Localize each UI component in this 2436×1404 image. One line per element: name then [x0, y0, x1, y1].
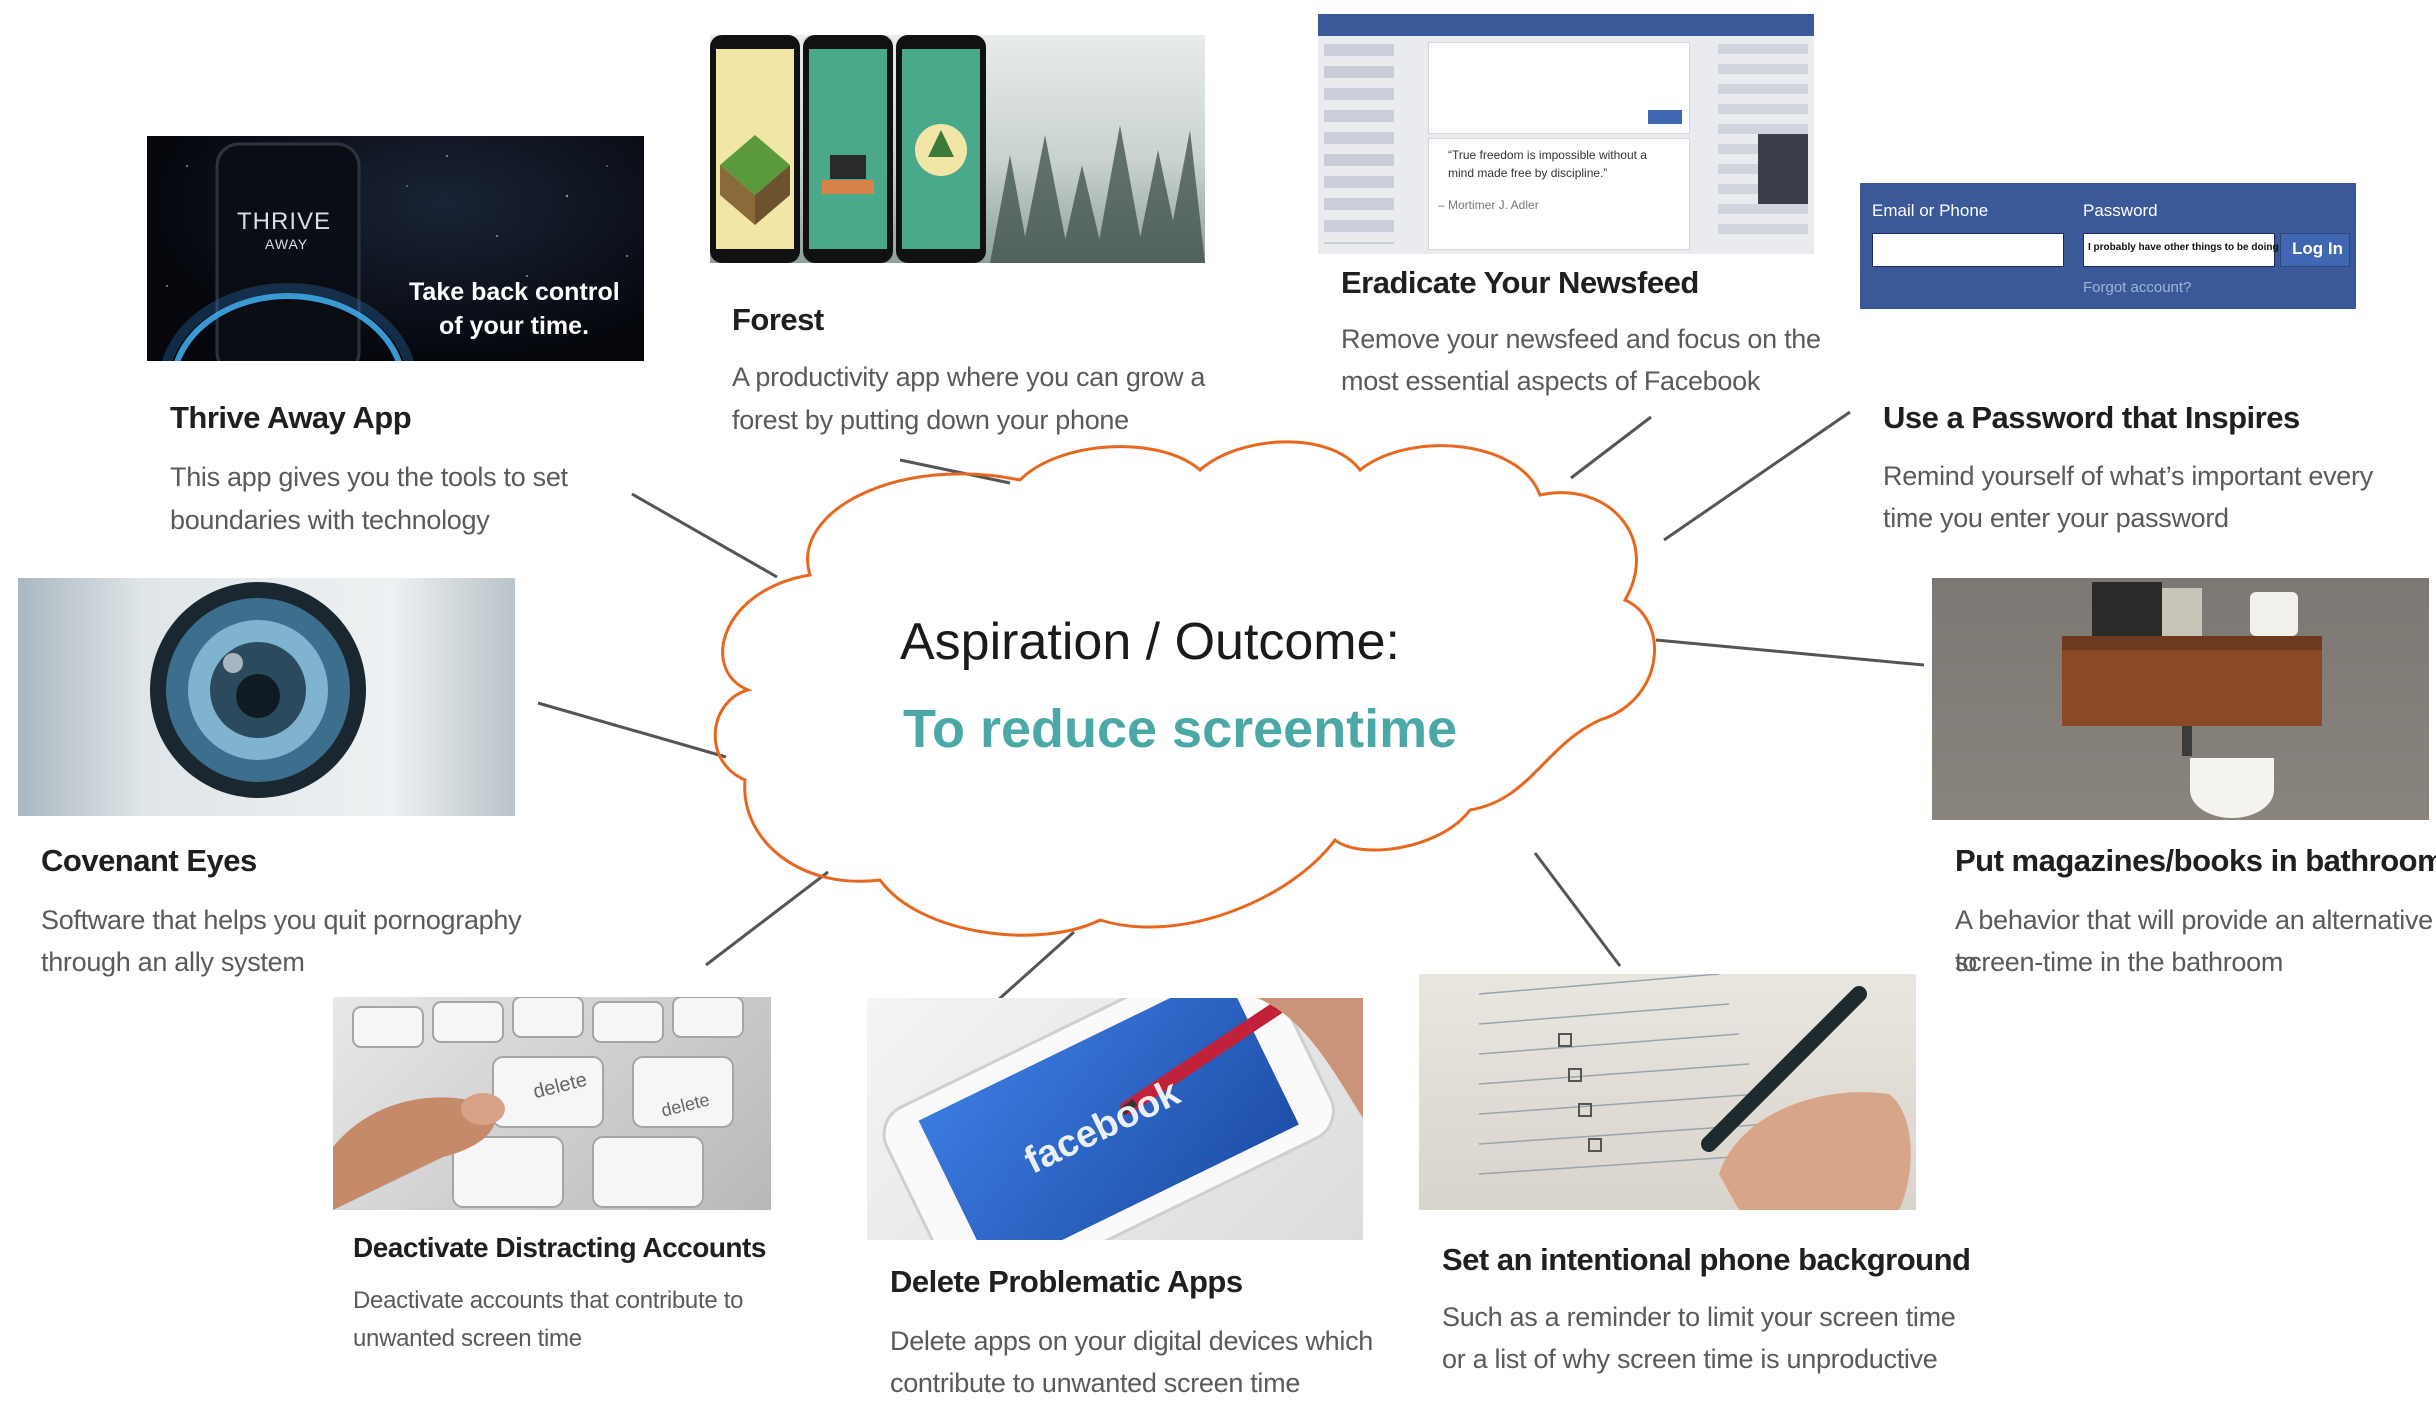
- newsfeed-desc-1: Remove your newsfeed and focus on the: [1341, 324, 1821, 354]
- deactivate-desc-1: Deactivate accounts that contribute to: [353, 1287, 744, 1314]
- aspiration-title: Aspiration / Outcome:: [900, 613, 1400, 671]
- deactivate-title: Deactivate Distracting Accounts: [353, 1232, 766, 1263]
- password-field-label: Password: [2083, 201, 2158, 220]
- deactivate-image: delete delete: [333, 997, 771, 1210]
- newsfeed-title: Eradicate Your Newsfeed: [1341, 265, 1699, 300]
- newsfeed-desc-2: most essential aspects of Facebook: [1341, 366, 1761, 396]
- aspiration-cloud: [713, 440, 1656, 937]
- covenant-eyes-desc-1: Software that helps you quit pornography: [41, 905, 522, 935]
- password-title: Use a Password that Inspires: [1883, 400, 2300, 435]
- password-image: Email or Phone Password I probably have …: [1860, 183, 2356, 309]
- thrive-away-desc-1: This app gives you the tools to set: [170, 462, 568, 492]
- phone-background-desc-1: Such as a reminder to limit your screen …: [1442, 1302, 1956, 1332]
- delete-apps-title: Delete Problematic Apps: [890, 1264, 1243, 1299]
- connector-delete: [996, 930, 1076, 1002]
- password-value-input: [2083, 233, 2275, 267]
- newsfeed-composer: [1428, 42, 1690, 134]
- connector-bathroom: [1655, 638, 1925, 667]
- covenant-eyes-title: Covenant Eyes: [41, 843, 257, 878]
- phone-background-title: Set an intentional phone background: [1442, 1242, 1971, 1277]
- bathroom-desc-2: screen-time in the bathroom: [1955, 947, 2284, 977]
- password-login-label: Log In: [2292, 239, 2343, 258]
- password-value-text: I probably have other things to be doing: [2088, 242, 2279, 253]
- password-email-label: Email or Phone: [1872, 201, 1989, 220]
- delete-apps-desc-1: Delete apps on your digital devices whic…: [890, 1326, 1373, 1356]
- thrive-brand-text: THRIVE: [237, 208, 332, 235]
- password-forgot-link: Forgot account?: [2083, 279, 2192, 296]
- newsfeed-thumbnail: [1758, 134, 1808, 204]
- password-desc-2: time you enter your password: [1883, 503, 2229, 533]
- thrive-tagline-1: Take back control: [409, 278, 620, 306]
- password-login-button: [2280, 233, 2350, 267]
- thrive-brand-sub: AWAY: [265, 236, 309, 252]
- newsfeed-quote-author: – Mortimer J. Adler: [1438, 198, 1539, 212]
- connector-password: [1663, 410, 1851, 542]
- thrive-away-image: THRIVE AWAY Take back control of your ti…: [147, 136, 644, 361]
- newsfeed-quote-line-2: mind made free by discipline.”: [1448, 166, 1608, 180]
- forest-title: Forest: [732, 302, 824, 337]
- newsfeed-quote-box: [1428, 138, 1690, 250]
- phone-background-desc-2: or a list of why screen time is unproduc…: [1442, 1344, 1938, 1374]
- thrive-away-desc-2: boundaries with technology: [170, 505, 490, 535]
- bathroom-title: Put magazines/books in bathroom: [1955, 843, 2436, 878]
- phone-background-image: [1419, 974, 1916, 1210]
- newsfeed-quote-line-1: “True freedom is impossible without a: [1448, 148, 1647, 162]
- delete-apps-desc-2: contribute to unwanted screen time: [890, 1368, 1301, 1398]
- newsfeed-image: “True freedom is impossible without a mi…: [1318, 14, 1814, 254]
- connector-background: [1533, 852, 1622, 967]
- bathroom-image: [1932, 578, 2429, 820]
- connector-forest: [899, 458, 1011, 485]
- password-desc-1: Remind yourself of what’s important ever…: [1883, 461, 2373, 491]
- deactivate-desc-2: unwanted screen time: [353, 1325, 582, 1352]
- bathroom-desc-1: A behavior that will provide an alternat…: [1955, 905, 2433, 977]
- newsfeed-topbar: [1318, 14, 1814, 36]
- thrive-away-title: Thrive Away App: [170, 400, 412, 435]
- forest-desc-2: forest by putting down your phone: [732, 405, 1129, 435]
- newsfeed-post-button: [1648, 110, 1682, 124]
- password-email-input: [1872, 233, 2064, 267]
- connector-thrive: [631, 492, 778, 579]
- covenant-eyes-image: [18, 578, 515, 816]
- forest-desc-1: A productivity app where you can grow a: [732, 362, 1206, 392]
- aspiration-subtitle: To reduce screentime: [903, 699, 1458, 759]
- newsfeed-left-column: [1324, 44, 1394, 244]
- thrive-tagline-2: of your time.: [439, 312, 590, 340]
- connector-newsfeed: [1570, 415, 1652, 480]
- covenant-eyes-desc-2: through an ally system: [41, 947, 305, 977]
- connector-deactivate: [705, 870, 829, 967]
- delete-apps-image: facebook: [867, 998, 1363, 1240]
- forest-image: [710, 35, 1205, 263]
- connector-covenant: [537, 701, 727, 759]
